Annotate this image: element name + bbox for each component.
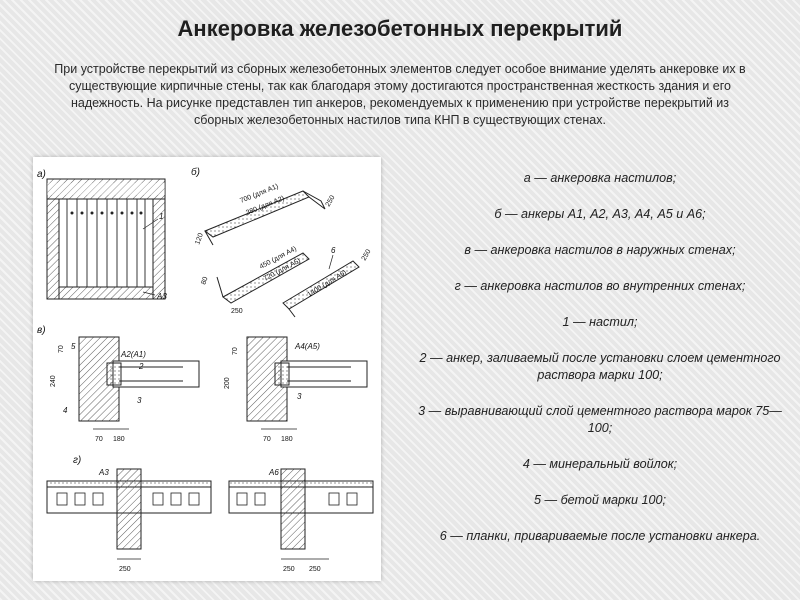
slab-section-right [280,360,368,388]
anchor-a2-a1-label: А2(А1) [120,350,146,359]
inner-wall-top-left [116,468,142,514]
legend-item-4: 4 — минеральный войлок; [522,457,678,471]
legend-item-5: 5 — бетой марки 100; [533,493,666,507]
num-5: 5 [71,342,76,351]
legend-item-2: 2 — анкер, заливаемый после установки сл… [419,351,781,382]
dim-250-right-b: 250 [309,566,321,573]
panel-g-inner-wall-anchoring: г) А3 250 А6 250 250 [46,455,374,573]
dim-200: 200 [224,377,231,389]
wall-top [46,178,166,200]
legend-item-3: 3 — выравнивающий слой цементного раство… [418,404,782,435]
anchor-a3-label: А3 [98,468,109,477]
panel-a-num-1: 1 [159,212,163,221]
dim-250-b1: 250 [325,194,337,208]
num-3-left: 3 [137,396,142,405]
panel-v-label: в) [37,325,46,336]
panel-b-num-6: 6 [331,246,336,255]
dim-250-left: 250 [119,566,131,573]
dim-120: 120 [194,232,205,245]
intro-paragraph: При устройстве перекрытий из сборных жел… [54,62,746,127]
dim-70-v2: 70 [232,347,239,355]
dim-180-right: 180 [281,436,293,443]
legend-item-g: г — анкеровка настилов во внутренних сте… [454,279,746,293]
panel-b-anchor-types: б) 700 (для А1) 380 (для А2) 250 120 450… [191,166,373,318]
dim-70-right: 70 [263,436,271,443]
panel-g-label: г) [73,455,81,466]
slab-section-left [112,360,200,388]
anchor-a6-label: А6 [268,468,279,477]
anchor-drawing-figure: а) 1 А3 б) 700 (для А1) 380 (для А2) [33,157,381,581]
dim-250-b3: 250 [361,248,373,262]
figure-legend: а — анкеровка настилов; б — анкеры А1, А… [410,170,790,564]
legend-item-b: б — анкеры А1, А2, А3, А4, А5 и А6; [494,207,706,221]
dim-70-left: 70 [95,436,103,443]
legend-item-1: 1 — настил; [562,315,638,329]
wall-left [46,198,60,300]
legend-item-v: в — анкеровка настилов в наружных стенах… [464,243,736,257]
inner-wall-bottom-right [280,512,306,550]
dim-180-left: 180 [113,436,125,443]
legend-item-6: 6 — планки, привариваемые после установк… [439,529,761,543]
wall-right [152,198,166,300]
dim-80: 80 [200,276,209,286]
dim-1400-a6: 1400 (для А6) [306,269,348,299]
legend-item-a: а — анкеровка настилов; [523,171,677,185]
panel-a-anchoring-of-slabs: а) 1 А3 [37,169,167,301]
dim-240: 240 [50,375,57,387]
dim-250-right-a: 250 [283,566,295,573]
panel-v-outer-wall-anchoring: в) А2(А1) 5 2 3 4 240 70 70 180 А4(А5) 3… [37,325,368,443]
num-3-right: 3 [297,392,302,401]
panel-a-label-a3: А3 [156,292,167,301]
num-4: 4 [63,406,68,415]
slab-ribs [66,199,146,287]
anchor-drawing: а) 1 А3 б) 700 (для А1) 380 (для А2) [37,166,374,573]
anchor-a4-a5 [222,252,310,304]
inner-wall-top-right [280,468,306,514]
panel-a-label: а) [37,169,46,180]
inner-wall-bottom-left [116,512,142,550]
anchor-a4-a5-label: А4(А5) [294,342,320,351]
dim-250-b2: 250 [231,308,243,315]
num-2: 2 [138,362,144,371]
panel-b-label: б) [191,166,200,178]
anchor-dots [70,211,143,215]
slide-title: Анкеровка железобетонных перекрытий [177,16,623,41]
dim-70-v: 70 [58,345,65,353]
anchor-a6 [282,260,360,310]
